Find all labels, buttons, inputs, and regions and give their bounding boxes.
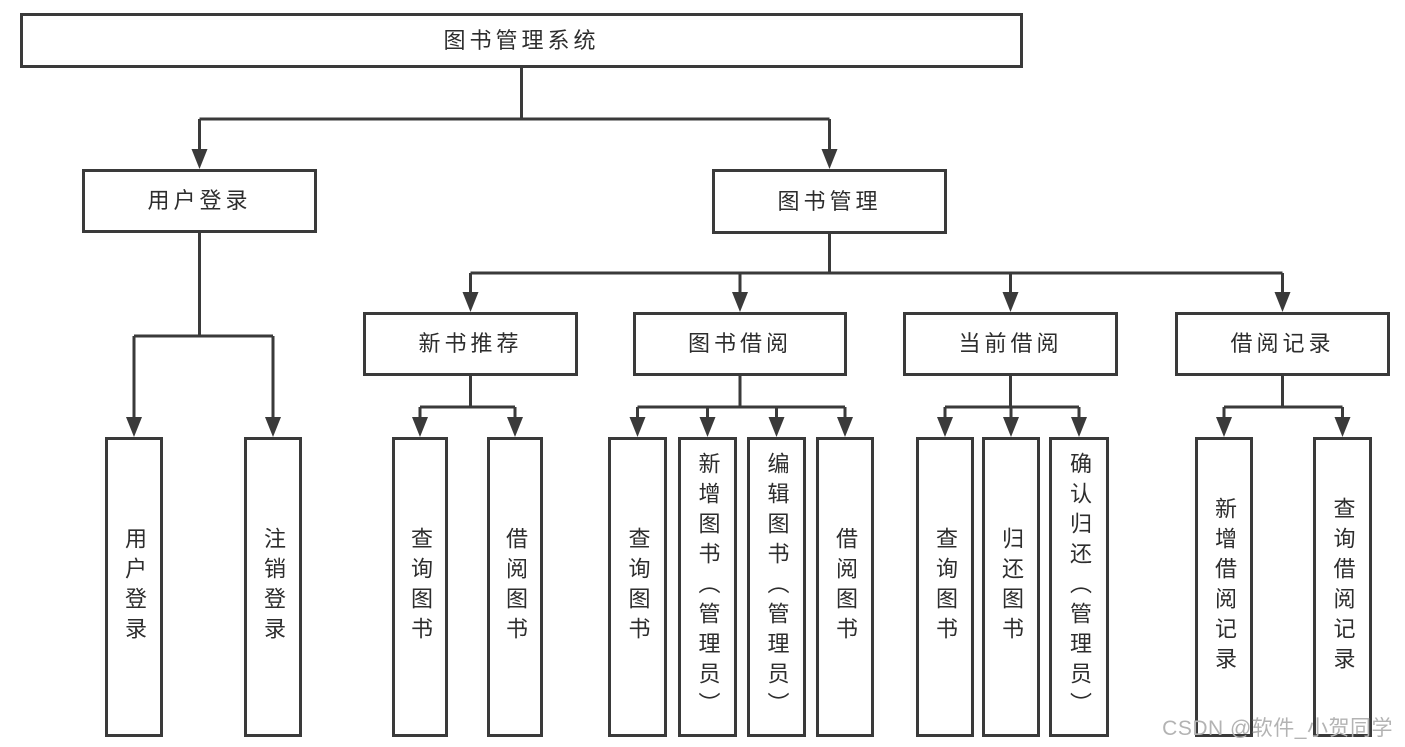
leaf-user-login: 用户登录 [105,437,163,737]
node-book-management: 图书管理 [712,169,947,234]
connector-borrow-record-to-leaves [1222,376,1344,419]
node-label: 新书推荐 [418,331,523,356]
connector-current-borrow-to-leaves [943,376,1081,419]
arrowhead [412,417,428,437]
connector-root-to-level2 [198,68,831,150]
node-label: 查询借阅记录 [1330,497,1356,677]
arrowhead [1216,417,1232,437]
leaf-add-borrow-record: 新增借阅记录 [1195,437,1253,737]
node-borrowing-records: 借阅记录 [1175,312,1390,376]
arrowhead [507,417,523,437]
arrowhead [1334,417,1351,437]
arrowhead [768,417,785,437]
node-label: 借阅图书 [503,527,528,647]
node-book-borrowing: 图书借阅 [633,312,847,376]
leaf-query-books-current: 查询图书 [916,437,974,737]
node-label: 查询图书 [408,527,433,647]
connector-book-borrow-to-leaves [636,376,847,419]
leaf-add-book-admin: 新增图书（管理员） [678,437,737,737]
arrowhead [699,417,716,437]
arrowhead [1002,292,1019,312]
leaf-query-books-recommend: 查询图书 [392,437,448,737]
arrowhead [732,292,748,312]
node-current-borrowing: 当前借阅 [903,312,1118,376]
node-label: 用户登录 [122,527,147,647]
node-label: 图书管理 [777,188,882,214]
node-label: 归还图书 [999,527,1024,647]
leaf-borrow-books-recommend: 借阅图书 [487,437,543,737]
node-label: 查询图书 [625,527,651,647]
arrowhead [837,417,853,437]
connector-user-login-to-leaves [132,233,275,418]
arrowhead [937,417,953,437]
node-label: 新增借阅记录 [1212,497,1237,677]
leaf-borrow-books: 借阅图书 [816,437,874,737]
leaf-query-borrow-record: 查询借阅记录 [1313,437,1372,737]
arrowhead [1071,417,1087,437]
node-library-management-system: 图书管理系统 [20,13,1023,68]
node-label: 注销登录 [261,527,286,647]
node-label: 当前借阅 [958,331,1063,356]
arrowhead [126,417,142,437]
leaf-edit-book-admin: 编辑图书（管理员） [747,437,806,737]
node-label: 编辑图书（管理员） [764,452,790,722]
arrowhead [821,149,838,169]
arrowhead [1003,417,1019,437]
node-label: 图书管理系统 [443,27,600,53]
leaf-logout: 注销登录 [244,437,302,737]
leaf-return-books: 归还图书 [982,437,1040,737]
node-label: 借阅记录 [1230,331,1335,356]
node-label: 查询图书 [933,527,958,647]
arrowhead [462,292,479,312]
arrowhead [629,417,646,437]
arrowhead [191,149,208,169]
leaf-confirm-return-admin: 确认归还（管理员） [1049,437,1109,737]
node-new-book-recommendation: 新书推荐 [363,312,578,376]
node-label: 用户登录 [147,188,252,213]
arrowhead [265,417,281,437]
connector-book-mgmt-to-level3 [469,234,1284,293]
node-label: 新增图书（管理员） [695,452,721,722]
connector-new-book-to-leaves [418,376,517,419]
node-label: 确认归还（管理员） [1067,452,1092,722]
node-user-login: 用户登录 [82,169,317,233]
node-label: 借阅图书 [833,527,858,647]
csdn-watermark: CSDN @软件_小贺同学 [1162,717,1393,740]
leaf-query-books-borrow: 查询图书 [608,437,667,737]
arrowhead [1274,292,1291,312]
node-label: 图书借阅 [687,331,792,356]
